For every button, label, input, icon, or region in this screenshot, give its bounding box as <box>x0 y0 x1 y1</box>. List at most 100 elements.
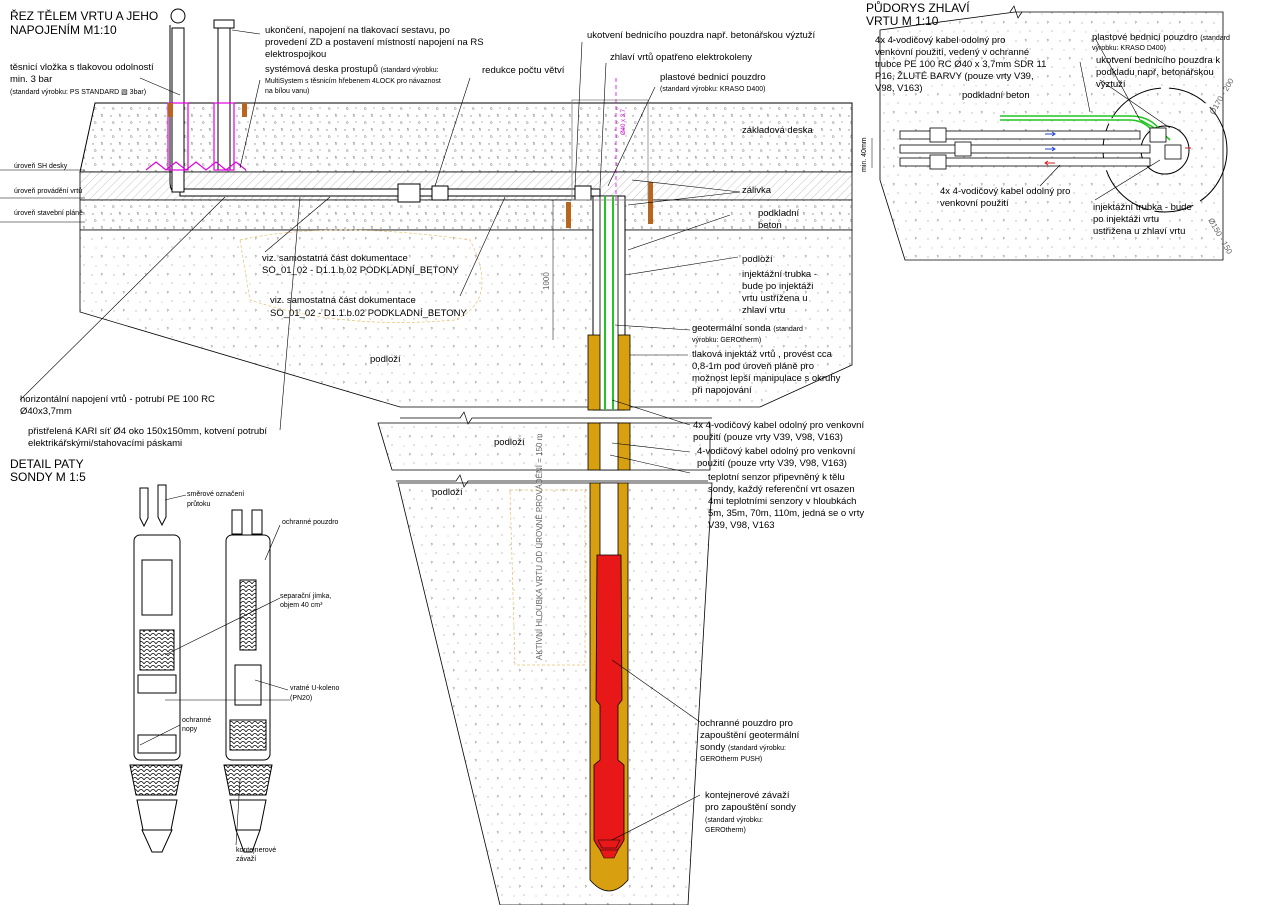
plan-view: PŮDORYS ZHLAVÍ VRTU M 1:10 4x 4-vodičový… <box>861 0 1236 261</box>
label-multisystem: systémová deska prostupů (standard výrob… <box>265 64 439 75</box>
label-multisystem-small-1: MultiSystem s těsnicím hřebenem 4LOCK pr… <box>265 78 441 85</box>
label-tesnici-2: min. 3 bar <box>10 74 52 85</box>
section-title-1: ŘEZ TĚLEM VRTU A JEHO <box>10 8 158 23</box>
label-ochranne-big-small-1: (standard výrobku: <box>728 745 786 752</box>
borehole-pipe-upper <box>599 195 619 411</box>
plan-plastove-main: plastové bednicí pouzdro <box>1092 32 1198 43</box>
formwork-sleeve <box>571 99 649 201</box>
riser-right-cap <box>213 19 235 29</box>
label-multisystem-small-2: na bílou vanu) <box>265 88 309 95</box>
detail-separacni-2: objem 40 cm³ <box>280 602 323 609</box>
label-geotermalni-small-2: výrobku: GEROtherm) <box>692 337 761 344</box>
plan-leaders <box>1039 37 1171 201</box>
label-kontejnerove-big-small-2: GEROtherm) <box>705 827 746 834</box>
plan-ukotveni-1: ukotvení bednicího pouzdra k <box>1096 55 1220 66</box>
probe-right <box>223 509 273 853</box>
detail-separacni-1: separační jímka, <box>280 593 331 600</box>
horizontal-pipe <box>179 188 601 197</box>
borehole-pipe-lower <box>599 482 619 564</box>
label-ukonceni-3: elektrospojkou <box>265 49 326 60</box>
plan-plastove-small-b: výrobku: KRASO D400) <box>1092 45 1166 52</box>
pipe-fitting-3 <box>574 185 592 201</box>
label-viz1-2: SO_01_02 - D1.1.b.02 PODKLADNÍ_BETONY <box>262 265 459 276</box>
main-section: úroveň SH desky úroveň provádění vrtů úr… <box>0 8 864 905</box>
subsoil-middle <box>377 422 711 471</box>
subsoil-lower <box>397 482 713 905</box>
detail-title-1: DETAIL PATY <box>10 457 84 471</box>
label-multisystem-small-head: (standard výrobku: <box>381 67 439 74</box>
label-ochranne-big-small-2: GEROtherm PUSH) <box>700 756 762 763</box>
label-kabel1-2: použití (pouze vrty V39, V98, V163) <box>697 458 847 469</box>
label-ochranne-big-2: zapouštění geotermální <box>700 730 800 741</box>
timber-piece-2 <box>242 103 247 117</box>
plan-kabel-head-5: V98, V163) <box>875 83 923 94</box>
dim-slot: Ø40 x 3,7 <box>621 108 627 135</box>
label-injektazni-2: bude po injektáži <box>742 281 813 292</box>
subsoil-upper <box>79 229 853 408</box>
label-injektazni-4: zhlaví vrtu <box>742 305 785 316</box>
plan-arrows <box>1044 131 1191 166</box>
riser-cap <box>170 8 186 24</box>
label-pristrelena-1: přistřelená KARI síť Ø4 oko 150x150mm, k… <box>28 426 267 437</box>
label-teplotni-4: 5m, 35m, 70m, 110m, jedná se o vrty <box>708 508 864 519</box>
label-tesnici-small: (standard výrobku: PS STANDARD ▧ 3bar) <box>10 89 146 96</box>
outline-shape-b <box>509 489 586 666</box>
label-injektazni-1: injektážní trubka - <box>742 269 817 280</box>
label-kontejnerove-big-small-1: (standard výrobku: <box>705 817 763 824</box>
plan-plastove-small-a: (standard <box>1200 35 1230 42</box>
plan-injektazni-3: ustřižena u zhlaví vrtu <box>1093 226 1185 237</box>
label-tlakova-4: při napojování <box>692 385 752 396</box>
detail-title-2: SONDY M 1:5 <box>10 470 86 484</box>
probe-detail: DETAIL PATY SONDY M 1:5 <box>10 457 340 863</box>
plan-title-1: PŮDORYS ZHLAVÍ <box>866 0 970 15</box>
label-tlakova-1: tlaková injektáž vrtů , provést cca <box>692 349 833 360</box>
label-kontejnerove-big-1: kontejnerové závaží <box>705 790 790 801</box>
detail-nopy-1: ochranné <box>182 717 211 724</box>
label-teplotni-3: 4mi teplotními senzory v hloubkách <box>708 496 856 507</box>
label-kabel1-1: 4-vodičový kabel odolný pro venkovní <box>697 446 856 457</box>
magenta-sleeves <box>145 102 247 171</box>
detail-leaders <box>139 494 290 846</box>
level-stavebni: úroveň stavební pláně <box>14 210 83 217</box>
plan-plastove: plastové bednicí pouzdro (standard <box>1092 32 1230 43</box>
riser-right <box>217 19 231 171</box>
label-tlakova-3: možnost lepší manipulace s okruhy <box>692 373 841 384</box>
layer-zakladova: základová deska <box>742 125 813 136</box>
label-redukce: redukce počtu větví <box>482 65 565 76</box>
label-geotermalni-main: geotermální sonda <box>692 323 771 334</box>
label-ochranne-big-3: sondy (standard výrobku: <box>700 742 786 753</box>
plan-kabel-head-1: 4x 4-vodičový kabel odolný pro <box>875 35 1005 46</box>
label-teplotni-1: teplotní senzor připevněný k tělu <box>708 472 845 483</box>
detail-smerove-2: průtoku <box>187 500 210 508</box>
label-ochranne-big-3-main: sondy <box>700 742 726 753</box>
layer-zalivka: zálivka <box>742 185 772 196</box>
formwork-right <box>648 182 653 224</box>
label-zhlavi: zhlaví vrtů opatřeno elektrokoleny <box>610 52 752 63</box>
leader-lines <box>19 29 741 841</box>
layer-podlozi-main: podloží <box>742 254 773 265</box>
pipe-fitting-2 <box>431 185 449 201</box>
plan-ukotveni-2: podkladu např. betonářskou <box>1096 67 1214 78</box>
plan-kabel-low-1: 4x 4-vodičový kabel odolný pro <box>940 186 1070 197</box>
plan-injektazni-2: po injektáži vrtu <box>1093 214 1159 225</box>
label-tlakova-2: 0,8-1m pod úroveň pláně pro <box>692 361 814 372</box>
label-horizontalni-1: horizontální napojení vrtů - potrubí PE … <box>20 394 215 405</box>
plan-min-40: min. 40mm <box>861 137 868 172</box>
pipe-fitting-1 <box>397 183 421 203</box>
label-plastove: plastové bednicí pouzdro <box>660 72 766 83</box>
plan-kabel-low-2: venkovní použití <box>940 198 1009 209</box>
layer-podkladni-1: podkladní <box>758 208 800 219</box>
label-multisystem-main: systémová deska prostupů <box>265 64 378 75</box>
label-teplotni-2: sondy, každý referenční vrt osazen <box>708 484 855 495</box>
plan-podkladni: podkladní beton <box>962 90 1030 101</box>
break-line-bottom <box>396 474 708 488</box>
level-markers <box>0 169 85 223</box>
label-geotermalni: geotermální sonda (standard <box>692 323 803 334</box>
detail-smerove-1: směrové označení <box>187 491 244 498</box>
outline-shape-a <box>239 229 483 323</box>
label-geotermalni-small-1: (standard <box>773 326 803 333</box>
timber-piece-1 <box>168 103 173 117</box>
label-ochranne-big-1: ochranné pouzdro pro <box>700 718 793 729</box>
probe-left <box>129 484 183 853</box>
